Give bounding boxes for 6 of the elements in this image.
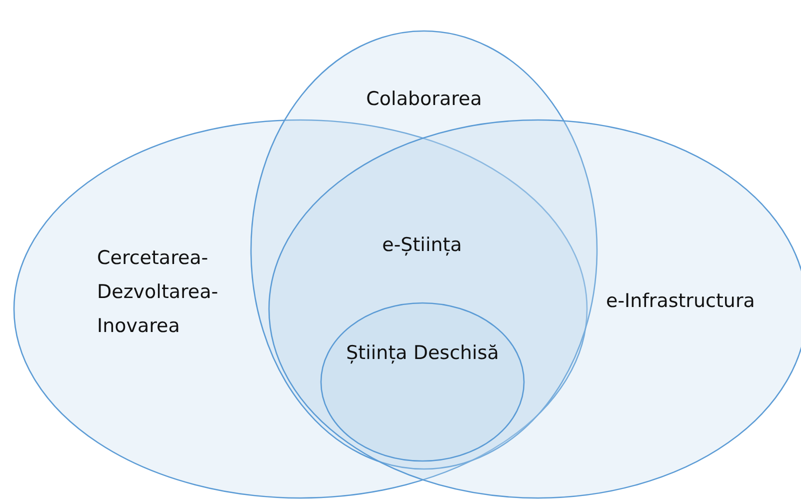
set-ellipse <box>320 302 525 462</box>
set-label: Cercetarea-Dezvoltarea-Inovarea <box>97 246 220 339</box>
set-label: Știința Deschisă <box>345 341 500 366</box>
region-label: e-Știința <box>381 233 463 258</box>
set-label: Colaborarea <box>365 87 483 112</box>
set-label: e-Infrastructura <box>606 289 756 314</box>
